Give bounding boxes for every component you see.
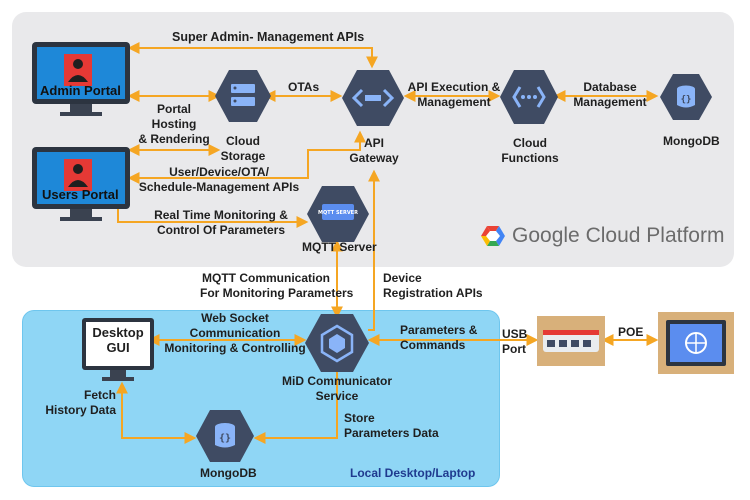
api-gateway-icon[interactable] (342, 68, 404, 128)
mongodb-cloud-icon[interactable]: {} (660, 72, 712, 122)
mongodb-cloud-label: MongoDB (663, 134, 720, 148)
google-cloud-logo-icon (481, 226, 505, 246)
admin-portal-label: Admin Portal (40, 83, 121, 98)
users-portal-label: Users Portal (42, 187, 119, 202)
edge-label-otas: OTAs (288, 80, 320, 94)
google-cloud-platform-label: Google Cloud Platform (512, 224, 725, 247)
edge-user-device (127, 130, 366, 184)
edge-label-super-admin: Super Admin- Management APIs (172, 30, 365, 44)
edge-label-realtime: Real Time Monitoring &Control Of Paramet… (154, 208, 288, 237)
edge-fetch-history (116, 381, 197, 444)
edge-label-params-cmds: Parameters &Commands (400, 323, 478, 352)
cloud-functions-icon[interactable] (500, 68, 558, 126)
edge-device-reg (368, 169, 380, 331)
local-region-label: Local Desktop/Laptop (350, 466, 476, 480)
usb-switch-device-icon[interactable] (537, 316, 605, 366)
mongodb-local-icon[interactable]: {} (196, 408, 254, 464)
desktop-gui-monitor-icon[interactable] (80, 316, 160, 388)
edge-store-params (253, 372, 338, 444)
mongodb-local-label: MongoDB (200, 466, 257, 480)
end-device-icon[interactable] (658, 312, 734, 374)
mqtt-server-label: MQTT Server (302, 240, 377, 254)
svg-text:{}: {} (681, 95, 692, 105)
edge-label-user-device: User/Device/OTA/Schedule-Management APIs (138, 165, 300, 194)
edge-super-admin (127, 42, 378, 69)
edge-label-poe: POE (618, 325, 644, 339)
svg-text:{}: {} (219, 433, 231, 444)
admin-portal-monitor-icon[interactable] (30, 40, 134, 120)
edge-label-api-execution: API Execution &Management (407, 80, 501, 109)
mid-communicator-service-icon[interactable] (305, 312, 369, 374)
cloud-storage-icon[interactable] (215, 68, 271, 124)
users-portal-monitor-icon[interactable] (30, 145, 134, 225)
mqtt-server-icon[interactable]: MQTT SERVER (307, 184, 369, 244)
svg-text:MQTT SERVER: MQTT SERVER (318, 210, 358, 216)
